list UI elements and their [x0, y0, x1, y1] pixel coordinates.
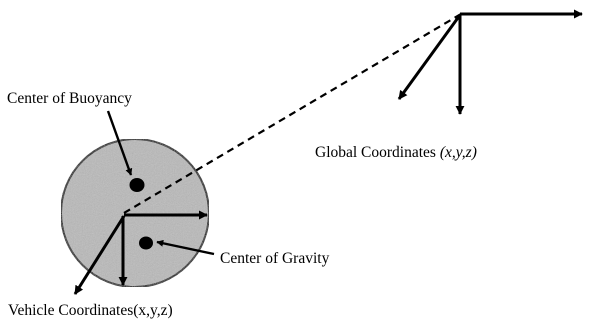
- dashed-connector-line: [123, 13, 462, 214]
- buoyancy-pointer-arrow: [106, 110, 133, 176]
- vehicle-body: [60, 138, 210, 288]
- global-coordinates-vars: (x,y,z): [440, 144, 477, 161]
- vehicle-coordinates-label: Vehicle Coordinates(x,y,z): [8, 302, 173, 319]
- global-coordinates-prefix: Global Coordinates: [315, 144, 440, 161]
- center-of-buoyancy-dot: [129, 178, 145, 192]
- center-of-gravity-dot: [139, 236, 153, 250]
- global-y-axis-arrow: [397, 14, 462, 100]
- gravity-pointer-arrow: [156, 239, 215, 256]
- center-of-gravity-label: Center of Gravity: [220, 250, 330, 267]
- vehicle-y-axis-arrow: [73, 215, 126, 295]
- global-coordinates-label: Global Coordinates (x,y,z): [315, 144, 477, 161]
- center-of-buoyancy-label: Center of Buoyancy: [7, 90, 132, 107]
